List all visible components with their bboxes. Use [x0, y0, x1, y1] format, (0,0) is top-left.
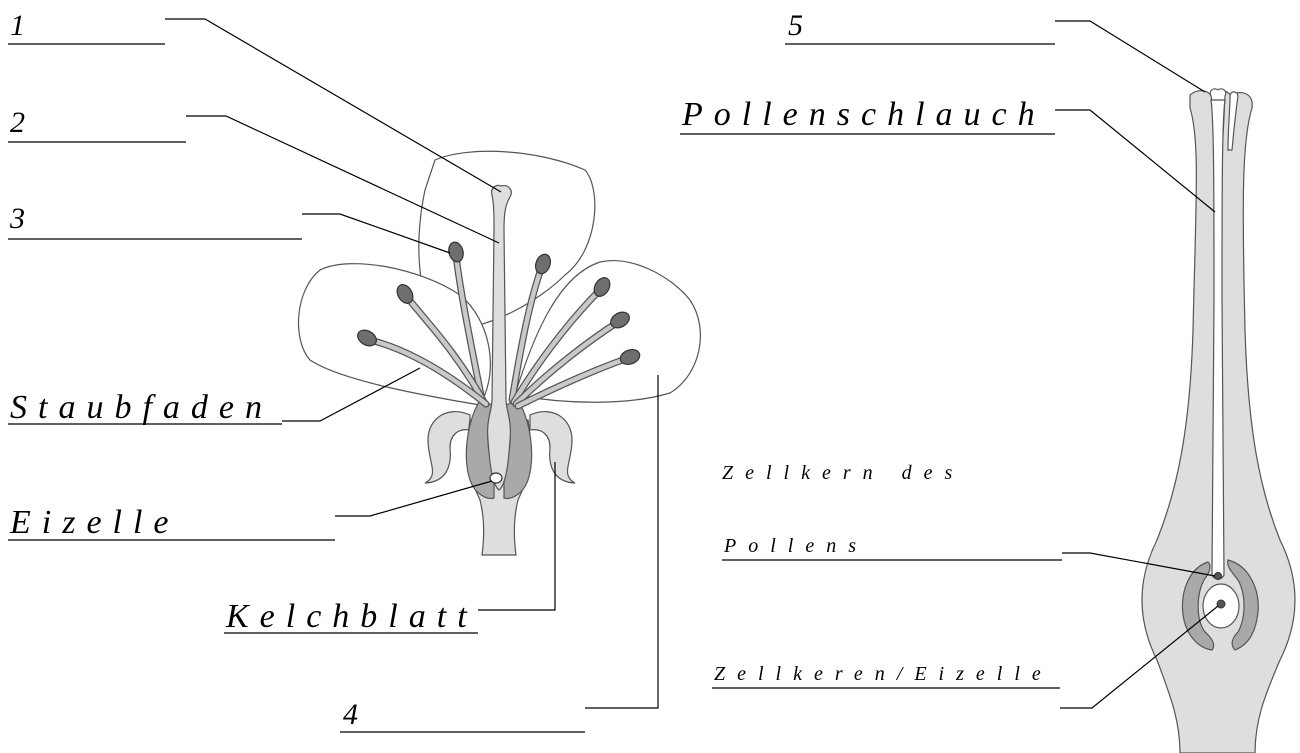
label-pollens: Pollens	[723, 535, 868, 557]
stamens	[366, 251, 632, 410]
sepal-right	[529, 410, 576, 484]
pistil-section-illustration	[1141, 88, 1296, 753]
label-pollenschlauch: Pollenschlauch	[681, 96, 1046, 133]
label-5: 5	[788, 9, 803, 42]
label-zellkern-des: Zellkern des	[722, 462, 964, 484]
label-staubfaden: Staubfaden	[10, 389, 273, 426]
label-eizelle: Eizelle	[9, 504, 180, 541]
label-zellkeren-eizelle: Zellkeren/Eizelle	[714, 663, 1053, 685]
flower-illustration	[297, 150, 701, 556]
pistil	[486, 184, 512, 491]
egg-nucleus	[1216, 599, 1226, 609]
label-1: 1	[10, 9, 25, 42]
label-2: 2	[10, 106, 25, 139]
label-4: 4	[343, 698, 358, 731]
anthers	[357, 241, 641, 366]
labels: 1 2 3 Staubfaden Eizelle Kelchblatt 4 5 …	[9, 9, 1053, 731]
ovule	[489, 472, 503, 484]
label-kelchblatt: Kelchblatt	[225, 598, 478, 635]
pollen-nucleus	[1214, 572, 1222, 580]
label-3: 3	[9, 202, 25, 235]
sepal-left	[424, 410, 471, 484]
label-underlines	[8, 43, 1062, 733]
leader-lines	[165, 18, 1219, 709]
